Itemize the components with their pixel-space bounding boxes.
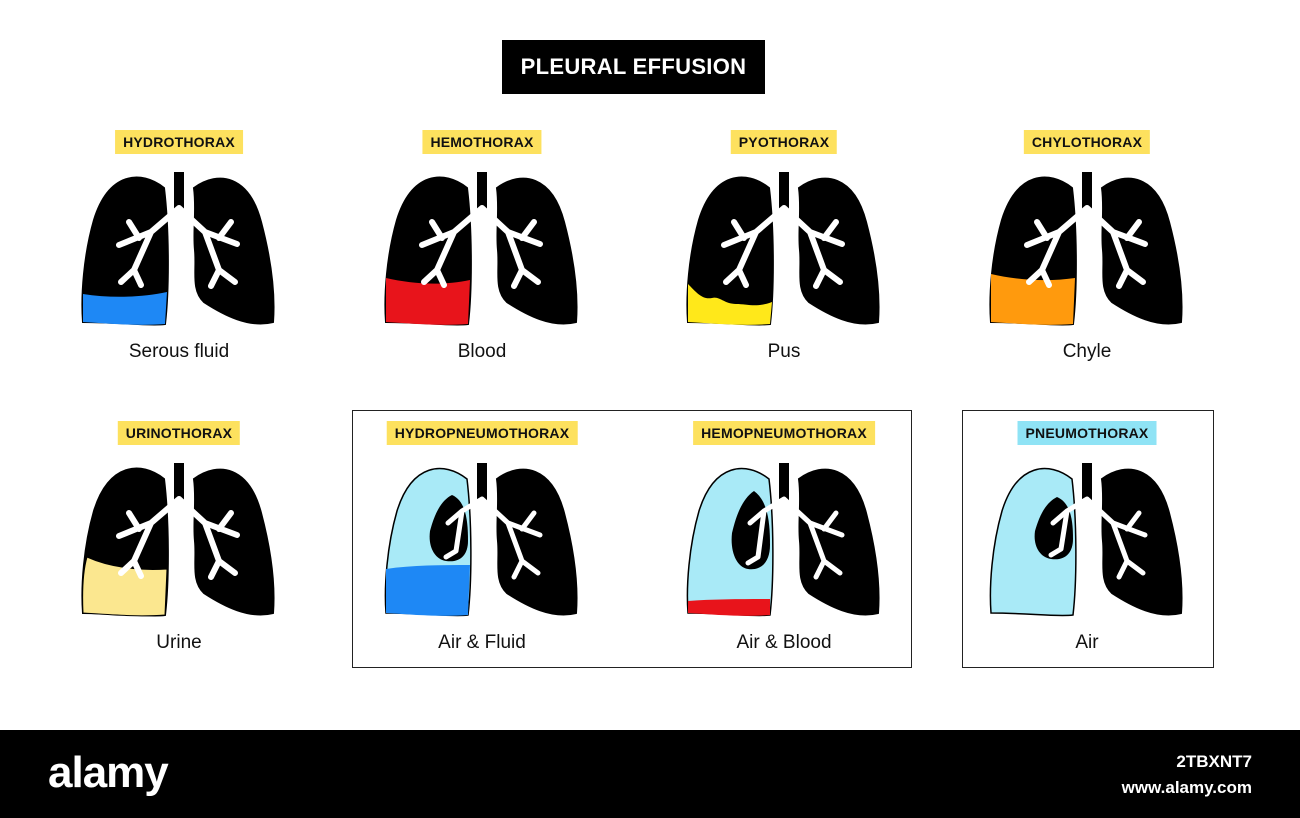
- lungs-chylothorax-illustration: [989, 172, 1183, 326]
- caption-pneumothorax: Air: [1075, 632, 1099, 653]
- caption-chylothorax: Chyle: [1062, 341, 1112, 362]
- tag-hemothorax: HEMOTHORAX: [422, 130, 542, 154]
- tag-chylothorax: CHYLOTHORAX: [1023, 130, 1151, 154]
- lungs-pneumothorax-illustration: [989, 463, 1183, 617]
- caption-pyothorax: Pus: [767, 341, 801, 362]
- diagram-title: PLEURAL EFFUSION: [502, 40, 765, 94]
- air-fluid-group-frame: [352, 410, 912, 668]
- panel-urinothorax: URINOTHORAX Urine: [29, 421, 329, 681]
- panel-chylothorax: CHYLOTHORAX Chyle: [937, 130, 1237, 390]
- tag-hydrothorax: HYDROTHORAX: [115, 130, 243, 154]
- tag-hemopneumothorax: HEMOPNEUMOTHORAX: [693, 421, 875, 445]
- tag-pyothorax: PYOTHORAX: [730, 130, 838, 154]
- tag-pneumothorax: PNEUMOTHORAX: [1017, 421, 1157, 445]
- caption-hydrothorax: Serous fluid: [128, 341, 230, 362]
- watermark-banner: alamy 2TBXNT7 www.alamy.com: [0, 730, 1300, 818]
- lungs-hydrothorax-illustration: [81, 172, 275, 326]
- caption-hydropneumothorax: Air & Fluid: [438, 632, 526, 653]
- panel-pneumothorax: PNEUMOTHORAX Air: [937, 421, 1237, 681]
- tag-hydropneumothorax: HYDROPNEUMOTHORAX: [386, 421, 578, 445]
- watermark-image-id: 2TBXNT7: [1176, 752, 1252, 771]
- caption-hemothorax: Blood: [457, 341, 507, 362]
- panel-pyothorax: PYOTHORAX Pus: [634, 130, 934, 390]
- lungs-hemopneumothorax-illustration: [686, 463, 880, 617]
- panel-hemopneumothorax: HEMOPNEUMOTHORAX Air & Blood: [634, 421, 934, 681]
- watermark-url: www.alamy.com: [1121, 778, 1252, 797]
- lungs-pyothorax-illustration: [686, 172, 880, 326]
- panel-hydropneumothorax: HYDROPNEUMOTHORAX Air & Fluid: [332, 421, 632, 681]
- panel-hemothorax: HEMOTHORAX Blood: [332, 130, 632, 390]
- air-only-group-frame: [962, 410, 1214, 668]
- panel-hydrothorax: HYDROTHORAX Serous fluid: [29, 130, 329, 390]
- watermark-logo: alamy: [48, 748, 169, 797]
- lungs-hydropneumothorax-illustration: [384, 463, 578, 617]
- lungs-hemothorax-illustration: [384, 172, 578, 326]
- caption-urinothorax: Urine: [156, 632, 202, 653]
- lungs-urinothorax-illustration: [81, 463, 275, 617]
- caption-hemopneumothorax: Air & Blood: [736, 632, 832, 653]
- tag-urinothorax: URINOTHORAX: [117, 421, 241, 445]
